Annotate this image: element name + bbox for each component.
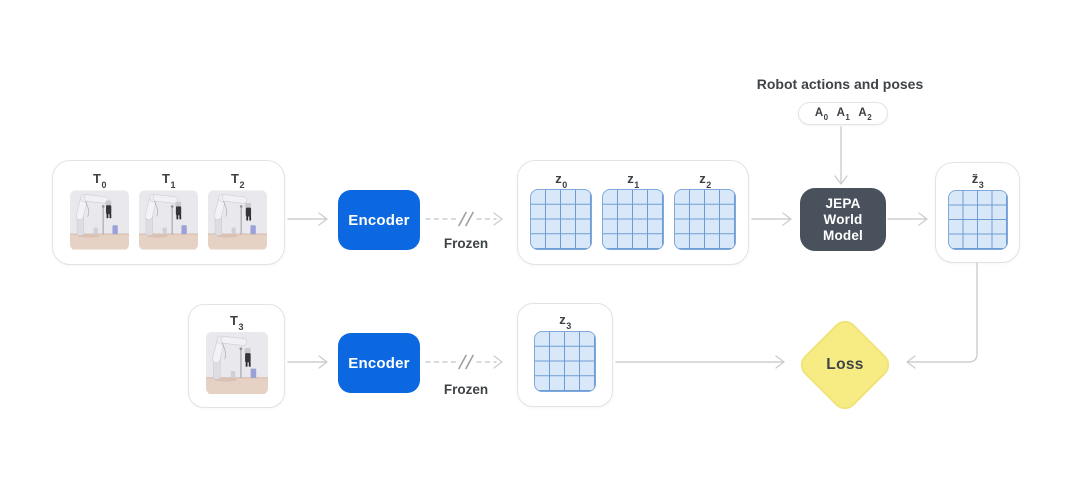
latents-box: z0 z1 z2 <box>517 160 749 265</box>
target-latent-box: z3 <box>517 303 613 407</box>
frozen-slash-icon <box>458 354 467 370</box>
latent-z0-label: z0 <box>555 171 568 190</box>
robot-frame-image <box>70 189 129 251</box>
frozen-slash-icon <box>465 354 474 370</box>
arrow-target-latent-to-loss <box>615 355 785 369</box>
latent-z2-label: z2 <box>699 171 712 190</box>
frame-t3-label: T3 <box>230 313 244 332</box>
frame-t0-label: T0 <box>93 171 107 190</box>
frame-t2: T2 <box>208 171 267 251</box>
actions-box: A0 A1 A2 <box>798 102 888 125</box>
arrow-prediction-to-loss <box>906 262 978 369</box>
input-frames-box: T0 T1 <box>52 160 285 265</box>
arrow-latents-to-world-model <box>751 212 792 226</box>
prediction-item: z̃3 <box>936 163 1019 250</box>
encoder-top-label: Encoder <box>348 211 410 229</box>
robot-frame-image <box>205 331 268 395</box>
robot-frame-image <box>139 189 198 251</box>
feature-grid-icon <box>602 189 664 250</box>
loss-label: Loss <box>826 356 864 373</box>
robot-frame-image <box>208 189 267 251</box>
frame-t1-label: T1 <box>162 171 176 190</box>
latent-z0: z0 <box>530 171 592 250</box>
frame-t2-label: T2 <box>231 171 245 190</box>
feature-grid-icon <box>534 331 596 392</box>
latent-z3: z3 <box>518 304 612 392</box>
jepa-world-model-box: JEPA World Model <box>800 188 886 251</box>
frozen-label-top: Frozen <box>443 236 489 251</box>
latent-z1-label: z1 <box>627 171 640 190</box>
jepa-line-2: World <box>823 211 863 227</box>
frozen-slash-icon <box>465 211 474 227</box>
target-frame-box: T3 <box>188 304 285 408</box>
latents-row: z0 z1 z2 <box>518 161 748 250</box>
encoder-bottom-box: Encoder <box>338 333 420 393</box>
arrow-actions-to-world-model <box>834 126 848 185</box>
prediction-box: z̃3 <box>935 162 1020 263</box>
latent-z3-label: z3 <box>559 312 572 331</box>
frozen-slash-icon <box>458 211 467 227</box>
frame-t0: T0 <box>70 171 129 251</box>
jepa-line-3: Model <box>823 227 863 243</box>
frozen-label-bottom: Frozen <box>443 382 489 397</box>
frozen-arrow-top <box>425 211 503 227</box>
latent-z1: z1 <box>602 171 664 250</box>
arrow-target-frame-to-encoder <box>287 355 328 369</box>
actions-title: Robot actions and poses <box>756 76 924 92</box>
arrow-frames-to-encoder <box>287 212 328 226</box>
frozen-arrow-bottom <box>425 354 503 370</box>
action-a1-label: A1 <box>836 107 850 123</box>
input-frames-row: T0 T1 <box>53 161 284 251</box>
encoder-bottom-label: Encoder <box>348 354 410 372</box>
frame-t3: T3 <box>189 305 284 395</box>
jepa-line-1: JEPA <box>825 195 861 211</box>
latent-z2: z2 <box>674 171 736 250</box>
feature-grid-icon <box>530 189 592 250</box>
arrow-world-model-to-prediction <box>887 212 928 226</box>
feature-grid-icon <box>947 190 1008 250</box>
feature-grid-icon <box>674 189 736 250</box>
frame-t1: T1 <box>139 171 198 251</box>
action-a0-label: A0 <box>814 107 829 123</box>
encoder-top-box: Encoder <box>338 190 420 250</box>
action-a2-label: A2 <box>858 107 872 123</box>
prediction-label: z̃3 <box>971 171 984 190</box>
